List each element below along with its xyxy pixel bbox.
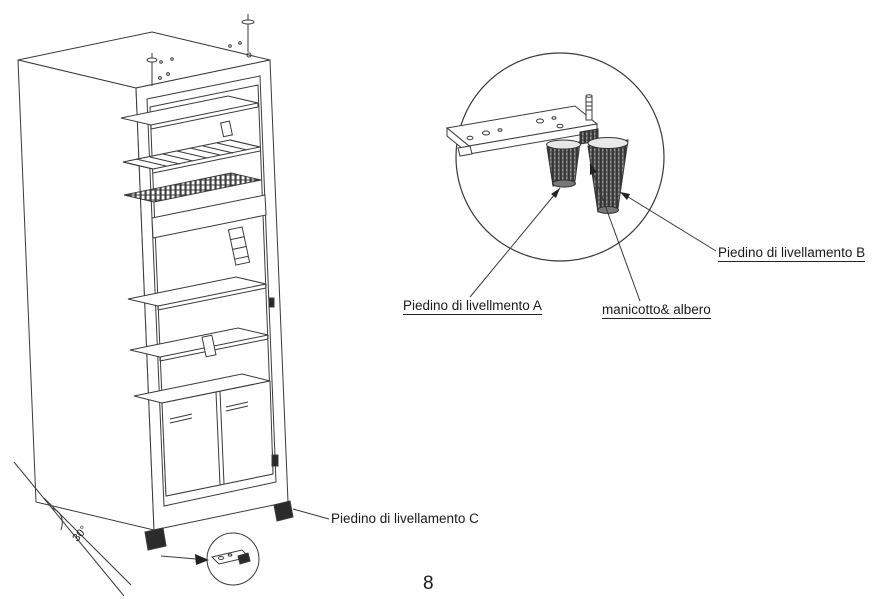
leveling-foot-detail-circle [445,52,665,262]
leveling-feet [144,297,294,551]
freezer-shelves [120,95,262,203]
label-foot-c: Piedino di livellamento C [331,511,479,526]
label-foot-a: Piedino di livellmento A [403,298,542,315]
fridge-shelves [127,226,269,362]
foot-a [546,139,581,188]
shaft-sleeve [579,94,599,145]
foot-detail-zoom-circle [206,532,260,586]
bracket-plate [445,105,599,157]
crisper-drawers [133,373,274,497]
label-foot-b: Piedino di livellamento B [718,245,866,262]
tilt-angle-lines [13,461,132,597]
page-number: 8 [423,573,434,594]
leader-lines [292,163,717,520]
label-sleeve-shaft: manicotto& albero [602,302,711,319]
foot-b [587,137,629,214]
top-hinge-pins [146,14,255,86]
arrow-icon [160,554,209,565]
refrigerator-drawing [13,14,294,597]
